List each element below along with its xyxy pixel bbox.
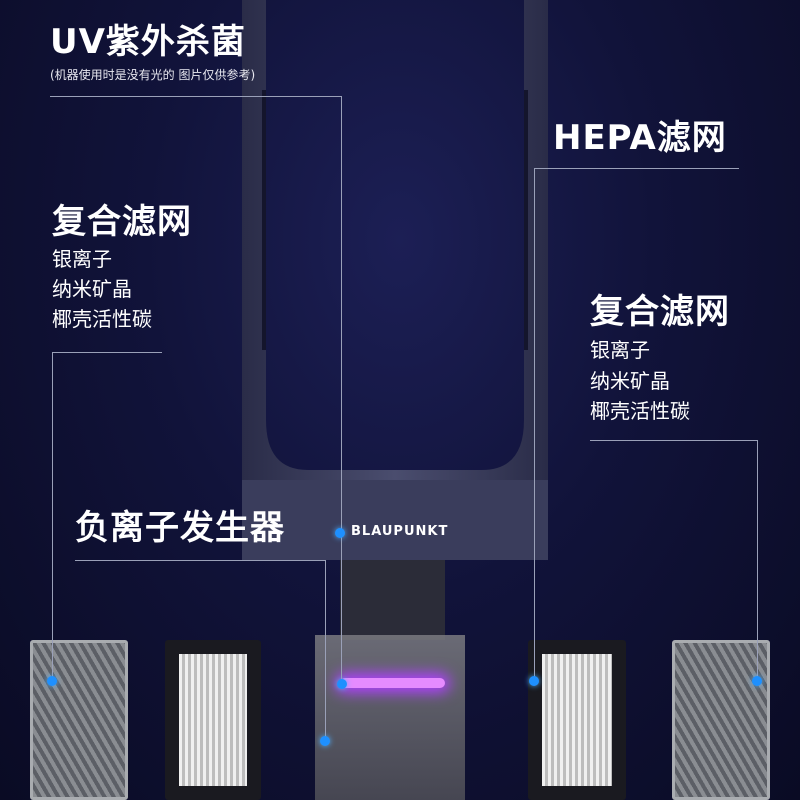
uv-dot-icon bbox=[337, 679, 347, 689]
composite-right-title: 复合滤网 bbox=[590, 292, 730, 332]
motor-housing bbox=[340, 560, 445, 640]
composite-right-item: 纳米矿晶 bbox=[590, 369, 670, 393]
composite-filter-right bbox=[672, 640, 770, 800]
hepa-leader-line bbox=[534, 168, 739, 169]
uv-title: UV紫外杀菌 bbox=[50, 22, 246, 62]
air-purifier-tower bbox=[242, 0, 548, 560]
motor-assembly bbox=[315, 635, 465, 800]
composite-right-item: 椰壳活性碳 bbox=[590, 399, 690, 423]
ion-generator-title: 负离子发生器 bbox=[75, 508, 285, 548]
hepa-dot-icon bbox=[529, 676, 539, 686]
hepa-filter-right bbox=[528, 640, 626, 800]
composite-left-leader-line bbox=[52, 352, 53, 680]
ion-leader-line bbox=[325, 560, 326, 740]
composite-left-title: 复合滤网 bbox=[52, 202, 192, 242]
left-filter-dot-icon bbox=[47, 676, 57, 686]
composite-left-leader-line bbox=[52, 352, 162, 353]
right-filter-dot-icon bbox=[752, 676, 762, 686]
ion-emitter-dot-icon bbox=[320, 736, 330, 746]
uv-lamp bbox=[340, 678, 445, 688]
brand-logo: BLAUPUNKT bbox=[351, 524, 449, 539]
composite-right-leader-line bbox=[590, 440, 758, 441]
ion-dot-icon bbox=[335, 528, 345, 538]
hepa-filter-left bbox=[165, 640, 261, 800]
composite-left-item: 椰壳活性碳 bbox=[52, 307, 152, 331]
uv-note: (机器使用时是没有光的 图片仅供参考) bbox=[50, 68, 256, 82]
uv-leader-line bbox=[50, 96, 342, 97]
ion-leader-line bbox=[75, 560, 325, 561]
composite-right-item: 银离子 bbox=[590, 338, 650, 362]
composite-right-leader-line bbox=[757, 440, 758, 680]
composite-left-item: 纳米矿晶 bbox=[52, 277, 132, 301]
composite-filter-left bbox=[30, 640, 128, 800]
hepa-title: HEPA滤网 bbox=[553, 118, 727, 158]
uv-leader-line bbox=[341, 96, 342, 684]
composite-left-item: 银离子 bbox=[52, 247, 112, 271]
hepa-leader-line bbox=[534, 168, 535, 680]
